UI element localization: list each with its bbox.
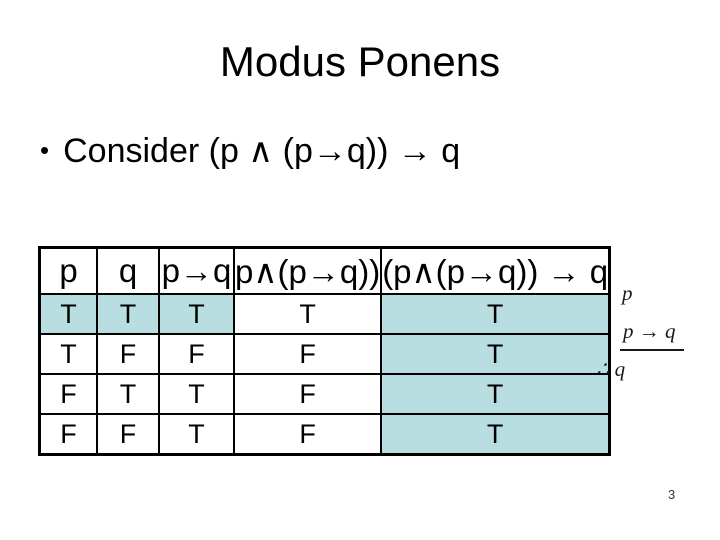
truth-table-cell: F: [38, 413, 98, 456]
truth-table-header-cell: q: [96, 246, 160, 295]
truth-table-cell: T: [38, 293, 98, 335]
truth-table-cell: T: [232, 293, 383, 335]
truth-table-cell: T: [96, 373, 160, 415]
proof-premise-implication: p → q: [620, 319, 684, 351]
truth-table-cell: F: [232, 373, 383, 415]
truth-table-header-cell: (p∧(p→q)) → q: [380, 246, 611, 295]
truth-table-cell: F: [96, 333, 160, 375]
truth-table-cell: F: [158, 333, 235, 375]
truth-table-cell: F: [232, 413, 383, 456]
bullet-marker: •: [40, 135, 50, 165]
truth-table-cell: T: [38, 333, 98, 375]
page-number: 3: [668, 487, 676, 502]
bullet-line: • Consider (p ∧ (p→q)) → q: [40, 131, 460, 171]
truth-table-cell: T: [380, 373, 611, 415]
truth-table-cell: T: [158, 373, 235, 415]
bullet-text: Consider (p ∧ (p→q)) → q: [63, 132, 461, 170]
truth-table-cell: F: [232, 333, 383, 375]
proof-premise-p: p: [622, 281, 633, 305]
truth-table-cell: F: [96, 413, 160, 456]
truth-table-header-cell: p: [38, 246, 98, 295]
truth-table-cell: T: [380, 333, 611, 375]
truth-table-cell: T: [96, 293, 160, 335]
truth-table-cell: T: [158, 293, 235, 335]
truth-table-cell: T: [380, 293, 611, 335]
truth-table-header-cell: p∧(p→q)): [232, 246, 383, 295]
truth-table-header-cell: p→q: [158, 246, 235, 295]
truth-table-cell: T: [158, 413, 235, 456]
truth-table-cell: T: [380, 413, 611, 456]
truth-table-cell: F: [38, 373, 98, 415]
slide-title: Modus Ponens: [219, 38, 501, 85]
proof-conclusion: ∴ q: [596, 357, 626, 381]
